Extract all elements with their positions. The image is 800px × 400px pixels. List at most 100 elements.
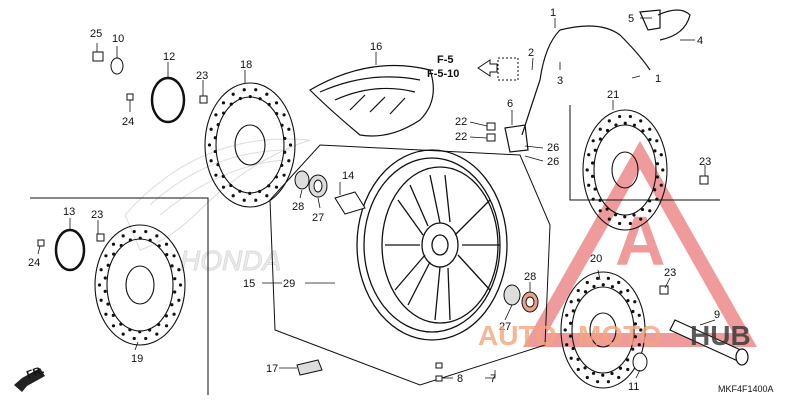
disc-hole: [280, 163, 284, 168]
svg-text:HONDA: HONDA: [180, 245, 281, 276]
disc-hole: [648, 199, 652, 203]
disc-hole: [280, 123, 284, 127]
pulser-ring-13: [54, 228, 86, 272]
disc-hole: [254, 198, 258, 202]
honda-wing-logo: HONDA: [124, 138, 311, 277]
disc-hole: [173, 277, 177, 281]
disc-hole: [653, 149, 657, 153]
disc-hole: [641, 129, 645, 133]
label-26b: 26: [547, 156, 559, 168]
brake-disc-18: [204, 82, 296, 208]
disc-hole: [587, 183, 591, 187]
disc-hole: [229, 183, 233, 188]
disc-hole: [626, 367, 630, 372]
watermark-part1: AUTO: [478, 320, 557, 351]
disc-hole: [653, 188, 657, 192]
label-24a: 24: [122, 116, 134, 128]
disc-hole: [576, 298, 580, 302]
disc-hole: [568, 334, 573, 338]
disc-hole: [242, 198, 246, 202]
disc-hole: [238, 96, 242, 101]
disc-hole: [661, 168, 665, 172]
disc-hole: [610, 371, 614, 376]
leader-lines: [37, 17, 716, 379]
disc-hole: [585, 375, 589, 380]
disc-hole: [618, 221, 622, 226]
label-2: 2: [528, 47, 534, 59]
brake-disc-21: [582, 109, 668, 231]
label-22a: 22: [455, 116, 467, 128]
disc-hole: [172, 312, 176, 316]
disc-hole: [598, 127, 602, 131]
disc-hole: [104, 312, 108, 316]
disc-hole: [170, 303, 174, 307]
disc-hole: [623, 121, 627, 125]
disc-hole: [111, 242, 116, 246]
disc-hole: [565, 313, 569, 317]
disc-hole: [576, 357, 580, 361]
disc-hole: [607, 119, 611, 123]
disc-hole: [655, 139, 659, 143]
tire: [309, 64, 434, 137]
disc-hole: [606, 380, 610, 384]
front-direction-arrow-icon: FR.: [14, 364, 46, 392]
disc-hole: [283, 136, 287, 141]
disc-21-holes: [585, 114, 665, 226]
disc-hole: [231, 92, 235, 96]
disc-hole: [639, 217, 643, 221]
disc-hole: [659, 153, 663, 157]
label-18: 18: [240, 59, 252, 71]
label-8: 8: [457, 373, 463, 385]
disc-hole: [591, 139, 595, 143]
label-19: 19: [131, 353, 143, 365]
front-arrow-label: FR.: [25, 364, 46, 381]
label-20: 20: [590, 253, 602, 265]
disc-hole: [632, 213, 636, 217]
disc-hole: [288, 143, 293, 147]
disc-hole: [144, 229, 148, 234]
label-29: 29: [283, 278, 295, 290]
label-24b: 24: [28, 257, 40, 269]
ref-f5: F-5: [437, 54, 454, 66]
brake-disc-20: [560, 271, 646, 389]
disc-hole: [637, 313, 641, 317]
disc-hole: [111, 313, 115, 317]
disc-hole: [248, 95, 252, 99]
disc-hole: [591, 371, 596, 375]
label-11: 11: [628, 381, 639, 393]
disc-hole: [619, 290, 623, 294]
disc-hole: [155, 332, 159, 336]
disc-hole: [626, 358, 630, 362]
disc-hole: [103, 289, 107, 293]
label-6: 6: [507, 98, 513, 110]
disc-hole: [598, 137, 602, 141]
disc-hole: [585, 280, 589, 285]
watermark-part2: MOTO: [578, 320, 661, 351]
label-5: 5: [628, 13, 634, 25]
disc-hole: [221, 101, 226, 105]
disc-hole: [213, 149, 217, 154]
label-12: 12: [163, 51, 175, 63]
disc-hole: [659, 183, 663, 187]
label-10: 10: [112, 33, 124, 45]
disc-18-holes: [207, 88, 293, 202]
disc-hole: [605, 207, 609, 211]
wheel-assembly-frame: [269, 144, 551, 386]
disc-hole: [214, 173, 218, 177]
axle-collar-14: [334, 191, 366, 215]
disc-hole: [569, 356, 573, 360]
disc-hole: [628, 114, 632, 119]
disc-hole: [173, 290, 177, 294]
disc-hole: [104, 254, 108, 258]
disc-hole: [148, 238, 152, 242]
disc-hole: [138, 236, 142, 240]
disc-hole: [177, 268, 181, 272]
disc-hole: [207, 143, 212, 147]
disc-hole: [563, 328, 567, 332]
left-disc-box: [30, 197, 209, 395]
disc-hole: [106, 302, 110, 306]
disc-20-holes: [563, 276, 643, 384]
disc-hole: [214, 113, 218, 117]
disc-hole: [618, 114, 622, 119]
disc-hole: [170, 264, 174, 268]
